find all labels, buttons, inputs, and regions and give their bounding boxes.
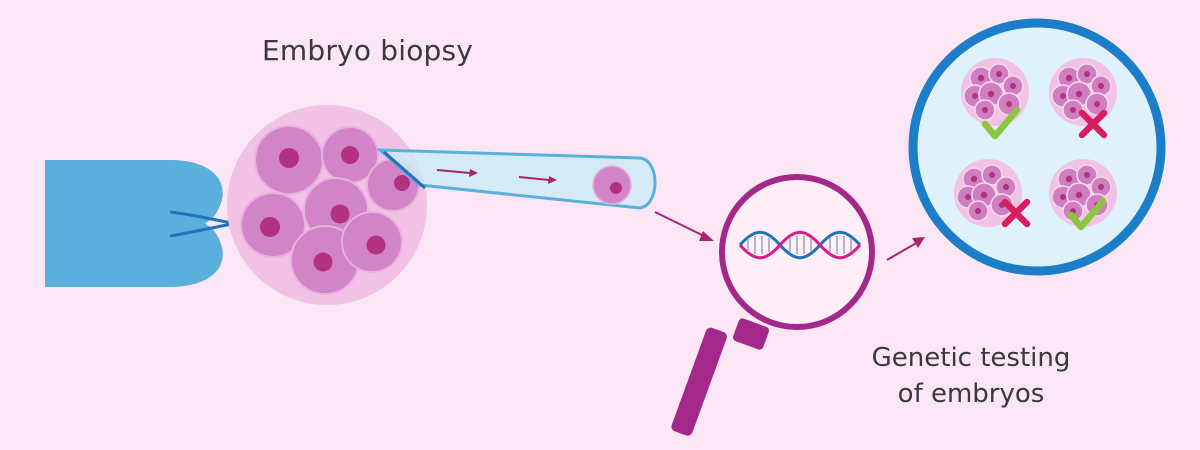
dna-helix-icon bbox=[738, 230, 862, 260]
holding-pipette-icon bbox=[45, 160, 233, 287]
genetic-testing-label: Genetic testing of embryos bbox=[860, 340, 1082, 412]
embryo-biopsy-label: Embryo biopsy bbox=[262, 34, 474, 67]
arrow-to-magnifier-icon bbox=[654, 211, 714, 241]
arrow-to-results-icon bbox=[886, 237, 925, 261]
embryo-cluster-icon bbox=[227, 105, 427, 305]
flow-arrow-icon bbox=[436, 169, 557, 184]
magnifying-glass-icon bbox=[671, 174, 875, 436]
result-embryo-4 bbox=[1048, 158, 1118, 227]
genetic-testing-line-1: Genetic testing bbox=[871, 343, 1071, 373]
genetic-testing-line-2: of embryos bbox=[897, 379, 1045, 409]
biopsy-pipette-icon bbox=[375, 148, 657, 210]
embryo-results-circle-icon bbox=[908, 18, 1166, 276]
